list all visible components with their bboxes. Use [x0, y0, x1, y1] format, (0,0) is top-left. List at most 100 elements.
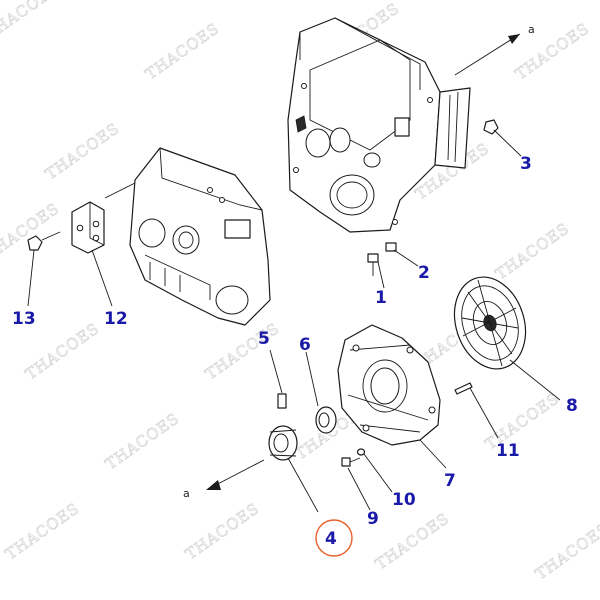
flywheel-housing	[287, 17, 471, 233]
callout-13[interactable]: 13	[12, 309, 36, 329]
bolt-shank-9	[349, 457, 361, 463]
carrier-4-bore	[273, 433, 289, 453]
callout-5[interactable]: 5	[258, 329, 270, 349]
housing-body	[287, 17, 441, 233]
housing-bore-mid	[329, 127, 351, 153]
leader-13	[27, 249, 35, 307]
part-2-bolt	[385, 242, 419, 267]
arrow-shaft	[454, 33, 521, 76]
gear-case-top-edge	[159, 147, 263, 211]
part-9-bolt	[341, 457, 371, 511]
callout-12[interactable]: 12	[104, 309, 128, 329]
part-8-clutch-disc	[453, 276, 561, 401]
callout-7[interactable]: 7	[444, 471, 456, 491]
gear-case-ribs	[149, 262, 181, 292]
callout-6[interactable]: 6	[299, 335, 311, 355]
housing-edge	[299, 17, 421, 90]
clutch-cover-hole	[352, 344, 360, 352]
callout-2[interactable]: 2	[418, 263, 430, 283]
bolt-hole	[301, 83, 307, 89]
watermark: THACOES	[372, 509, 453, 573]
gear-case-block	[224, 219, 251, 239]
leader-9	[347, 467, 371, 511]
bolt-head-9	[341, 457, 351, 467]
housing-fitting	[295, 115, 307, 133]
gear-case-lower-bore	[215, 285, 249, 315]
bolt-hole	[293, 167, 299, 173]
seal-6-inner	[318, 412, 330, 428]
part-1-bolt	[367, 253, 385, 289]
part-5-fitting	[269, 349, 287, 409]
bolt-hole	[392, 219, 398, 225]
housing-window	[309, 39, 411, 151]
watermark: THACOES	[42, 119, 123, 183]
callout-4[interactable]: 4	[325, 529, 337, 549]
watermark: THACOES	[492, 219, 573, 283]
watermark: THACOES	[182, 499, 263, 563]
clutch-disc-spokes	[461, 279, 519, 367]
gear-case-bore-mid	[172, 225, 200, 255]
bolt-shank-13	[41, 231, 61, 241]
fitting-5	[277, 393, 287, 409]
gear-case-bore-left	[138, 218, 166, 248]
clutch-disc-lining	[461, 285, 519, 361]
leader-8	[509, 359, 561, 401]
housing-boss	[363, 152, 381, 168]
part-12-bracket	[71, 201, 113, 307]
watermark: THACOES	[482, 389, 563, 453]
bolt-head-1	[367, 253, 379, 263]
callout-layer: 1 2 3 4 5 6 7 8 9 10 11 12 13	[12, 154, 578, 549]
watermark: THACOES	[532, 519, 600, 583]
watermark: THACOES	[512, 19, 593, 83]
clutch-cover-hole	[362, 424, 370, 432]
clutch-cover-hole	[428, 406, 436, 414]
leader-11	[469, 387, 499, 439]
bolt-head-13	[27, 235, 43, 251]
leader-7	[419, 439, 447, 469]
part-11-pin	[454, 382, 499, 439]
housing-tab	[394, 117, 410, 137]
bracket-fold	[89, 202, 105, 246]
clutch-cover-lines	[347, 344, 429, 433]
direction-arrow-bottom: a	[183, 459, 265, 500]
watermark: THACOES	[102, 409, 183, 473]
bolt-head-2	[385, 242, 397, 252]
part-6-seal	[305, 351, 337, 434]
direction-label: a	[183, 487, 190, 500]
watermark: THACOES	[0, 0, 63, 43]
part-7-clutch-cover	[337, 324, 447, 469]
direction-label: a	[528, 23, 535, 36]
housing-side-flange	[434, 87, 471, 169]
clutch-cover-ring	[362, 359, 408, 413]
watermark: THACOES	[142, 19, 223, 83]
gear-case-bore-inner	[178, 231, 194, 249]
housing-bore-inner	[336, 181, 368, 209]
leader-10	[363, 453, 393, 493]
gear-case-lower-edge	[144, 254, 211, 300]
housing-bore-small	[305, 128, 331, 158]
part-4-carrier	[268, 425, 319, 513]
callout-11[interactable]: 11	[496, 441, 520, 461]
bracket-hole	[92, 234, 100, 242]
bolt-hole	[219, 197, 225, 203]
part-3-nut	[483, 119, 522, 157]
callout-1[interactable]: 1	[375, 288, 387, 308]
leader-4	[287, 457, 319, 513]
gear-case	[104, 147, 271, 326]
leader-6	[305, 351, 319, 407]
callout-3[interactable]: 3	[520, 154, 532, 174]
washer-10	[356, 448, 366, 456]
part-13-bolt	[27, 231, 61, 307]
callout-9[interactable]: 9	[367, 509, 379, 529]
leader-3	[493, 129, 522, 157]
leader-5	[269, 349, 283, 394]
carrier-4-edges	[269, 429, 297, 457]
highlight-circle	[315, 519, 353, 557]
part-10-washer	[356, 448, 393, 493]
callout-8[interactable]: 8	[566, 396, 578, 416]
callout-10[interactable]: 10	[392, 490, 416, 510]
arrow-head	[206, 480, 221, 490]
watermark: THACOES	[0, 199, 63, 263]
bracket-hole	[76, 224, 84, 232]
